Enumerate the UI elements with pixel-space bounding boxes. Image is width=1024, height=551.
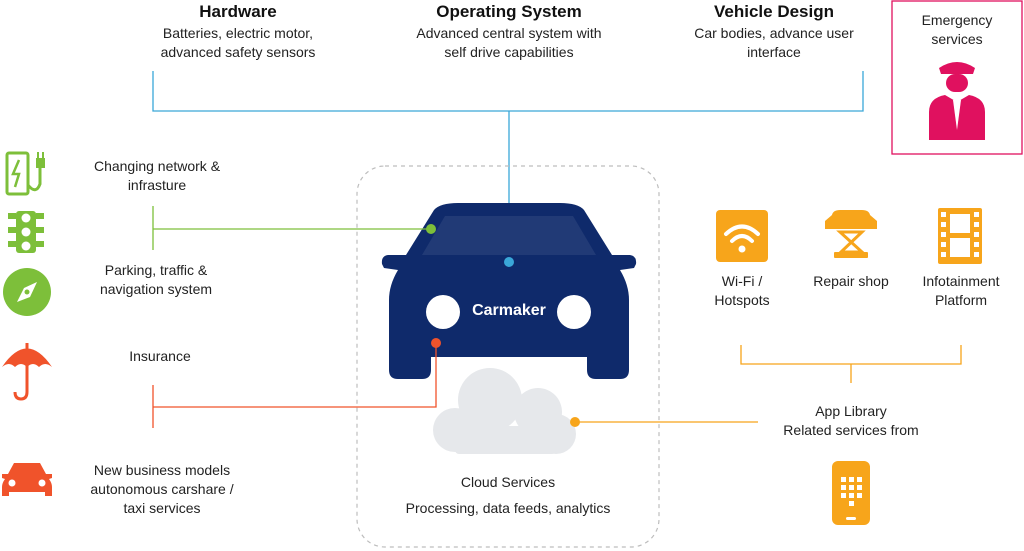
traffic-light-icon: [8, 211, 44, 253]
smartphone-icon: [832, 461, 870, 525]
left-connectors: [152, 206, 437, 428]
red-node: [431, 338, 441, 348]
orange-node: [570, 417, 580, 427]
blue-node: [504, 257, 514, 267]
ev-charger-icon: [5, 151, 45, 196]
center-frame: [356, 165, 660, 548]
new-business-models-label: New business models autonomous carshare …: [90, 462, 234, 516]
compass-icon: [3, 268, 51, 316]
cloud-services-title: Cloud Services: [460, 474, 556, 490]
wifi-icon: [716, 210, 768, 262]
film-strip-icon: [938, 208, 982, 264]
hardware-block: Hardware Batteries, electric motor, adva…: [133, 2, 343, 62]
app-library-label: App Library Related services from: [783, 403, 919, 438]
emergency-services-label: Emergency services: [921, 12, 993, 47]
carmaker-label: Carmaker: [472, 302, 546, 319]
police-officer-icon: [929, 62, 985, 140]
vehicle-design-title: Vehicle Design: [714, 2, 834, 21]
wifi-hotspots-label: Wi-Fi / Hotspots: [714, 273, 770, 308]
infotainment-platform-label: Infotainment Platform: [922, 273, 1000, 308]
charging-network-label: Changing network & infrasture: [93, 158, 221, 193]
operating-system-subtitle: Advanced central system with self drive …: [416, 25, 602, 60]
hardware-title: Hardware: [199, 2, 277, 21]
green-node: [426, 224, 436, 234]
vehicle-design-subtitle: Car bodies, advance user interface: [694, 25, 854, 60]
car-icon: [2, 463, 52, 496]
repair-shop-label: Repair shop: [813, 273, 889, 289]
cloud-icon: [433, 368, 576, 454]
insurance-label: Insurance: [129, 348, 191, 364]
emergency-box: [891, 0, 1023, 155]
umbrella-icon: [2, 343, 52, 401]
operating-system-title: Operating System: [436, 2, 582, 21]
car-lift-icon: [825, 210, 877, 258]
cloud-services-subtitle: Processing, data feeds, analytics: [405, 500, 611, 516]
parking-traffic-label: Parking, traffic & navigation system: [99, 262, 213, 297]
hardware-subtitle: Batteries, electric motor, advanced safe…: [160, 25, 316, 60]
vehicle-design-block: Vehicle Design Car bodies, advance user …: [670, 2, 878, 62]
carmaker-car: [381, 203, 637, 379]
right-connectors: [575, 345, 962, 423]
operating-system-block: Operating System Advanced central system…: [389, 2, 629, 62]
